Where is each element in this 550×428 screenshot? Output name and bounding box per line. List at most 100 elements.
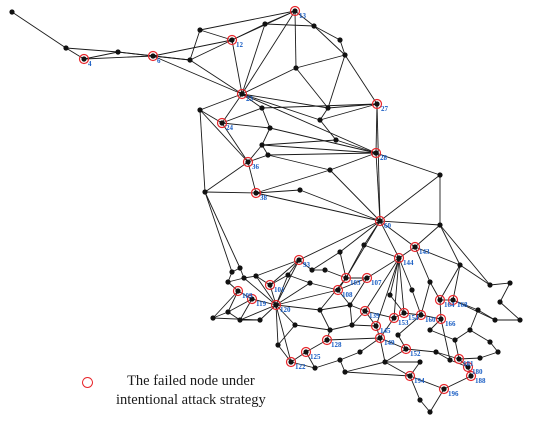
graph-node xyxy=(438,316,444,322)
edge xyxy=(65,47,85,60)
edge xyxy=(311,251,341,271)
edge xyxy=(397,334,407,350)
edge xyxy=(313,25,341,41)
edge xyxy=(319,309,331,331)
graph-node xyxy=(396,255,402,261)
graph-node xyxy=(265,152,271,158)
edge xyxy=(439,299,442,320)
edge xyxy=(269,259,300,286)
graph-node xyxy=(312,365,318,371)
edge xyxy=(458,357,481,360)
edge xyxy=(329,169,381,222)
legend: The failed node under intentional attack… xyxy=(80,372,300,416)
graph-node xyxy=(495,349,501,355)
graph-node xyxy=(241,275,247,281)
edge xyxy=(366,257,400,279)
graph-node xyxy=(333,137,339,143)
failed-node-label: 143 xyxy=(419,248,430,256)
failed-node-ring xyxy=(232,285,244,297)
edge xyxy=(499,282,511,303)
graph-node xyxy=(327,167,333,173)
graph-node xyxy=(342,369,348,375)
edge xyxy=(152,39,233,57)
graph-node xyxy=(409,287,415,293)
edge xyxy=(389,257,400,296)
failed-node-ring xyxy=(293,254,305,266)
graph-node xyxy=(229,269,235,275)
graph-node xyxy=(285,272,291,278)
failed-node-label: 122 xyxy=(295,363,306,371)
graph-node xyxy=(225,279,231,285)
edge xyxy=(199,29,233,41)
edge xyxy=(189,29,201,61)
edge xyxy=(305,351,316,369)
edge xyxy=(255,259,300,277)
edge xyxy=(414,246,461,266)
graph-node xyxy=(456,356,462,362)
graph-node xyxy=(382,359,388,365)
failed-node-label: 120 xyxy=(280,306,291,314)
failed-node-ring xyxy=(332,284,344,296)
failed-node-ring xyxy=(371,98,383,110)
failed-node-label: 4 xyxy=(88,60,92,68)
graph-node xyxy=(237,317,243,323)
failed-node-label: 93 xyxy=(303,261,311,269)
edge xyxy=(277,344,292,363)
graph-node xyxy=(373,150,379,156)
edge xyxy=(277,324,296,346)
edge xyxy=(329,324,353,331)
graph-node xyxy=(317,307,323,313)
edge xyxy=(351,324,377,327)
edge xyxy=(204,191,241,269)
edge xyxy=(299,189,381,222)
failed-node-ring xyxy=(415,309,427,321)
edge xyxy=(339,351,361,361)
failed-node-label: 139 xyxy=(369,312,380,320)
graph-node xyxy=(335,287,341,293)
edge xyxy=(339,39,346,56)
failed-node-label: 6 xyxy=(157,57,161,65)
edge xyxy=(375,152,441,176)
graph-node xyxy=(259,142,265,148)
edge xyxy=(344,54,378,105)
failed-node-ring xyxy=(216,117,228,129)
edge xyxy=(345,244,365,279)
edge xyxy=(241,67,297,95)
edge xyxy=(255,275,277,306)
graph-node xyxy=(317,117,323,123)
edge xyxy=(435,351,451,361)
graph-node xyxy=(412,244,418,250)
graph-node xyxy=(342,52,348,58)
graph-node xyxy=(229,37,235,43)
failed-node-ring xyxy=(447,294,459,306)
edge xyxy=(337,289,351,306)
edge xyxy=(379,220,400,259)
edge xyxy=(255,189,301,194)
edge xyxy=(269,284,277,306)
edge xyxy=(221,122,249,163)
legend-line-2: intentional attack strategy xyxy=(116,392,266,408)
graph-node xyxy=(377,218,383,224)
edge xyxy=(255,169,331,194)
failed-node-ring xyxy=(404,370,416,382)
graph-node xyxy=(327,327,333,333)
failed-node-ring xyxy=(264,279,276,291)
graph-node xyxy=(492,317,498,323)
edge xyxy=(237,290,253,300)
graph-node xyxy=(362,308,368,314)
failed-node-label: 168 xyxy=(457,301,468,309)
edge xyxy=(227,277,245,283)
failed-node-label: 144 xyxy=(403,259,414,267)
graph-node xyxy=(357,349,363,355)
edge xyxy=(199,109,249,163)
graph-node xyxy=(447,357,453,363)
graph-node xyxy=(468,373,474,379)
edge xyxy=(65,47,119,53)
graph-node xyxy=(325,105,331,111)
failed-node-label: 196 xyxy=(448,390,459,398)
graph-node xyxy=(427,279,433,285)
graph-node xyxy=(437,172,443,178)
failed-node-ring xyxy=(340,272,352,284)
edge xyxy=(452,264,461,301)
